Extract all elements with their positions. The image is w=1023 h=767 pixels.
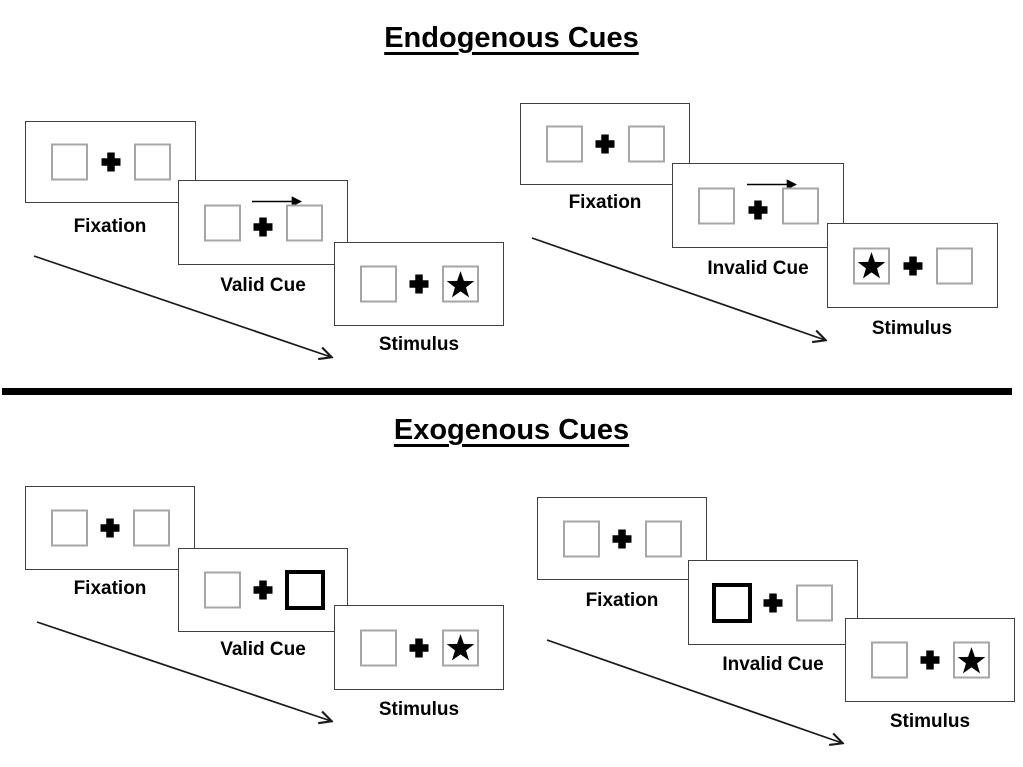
timeline-arrow bbox=[546, 639, 848, 748]
fixation-cross-icon bbox=[253, 580, 273, 600]
fixation-cross-icon bbox=[253, 217, 273, 237]
left-placeholder-square bbox=[360, 265, 397, 303]
endo-valid-stimulus-panel bbox=[334, 242, 504, 326]
step-label-fixation: Fixation bbox=[568, 192, 642, 213]
highlighted-cue-square bbox=[712, 582, 752, 623]
exo-invalid-stimulus-panel bbox=[845, 618, 1015, 702]
fixation-cross-icon bbox=[920, 650, 940, 670]
right-placeholder-square bbox=[133, 509, 170, 547]
left-target-square bbox=[853, 247, 890, 284]
left-placeholder-square bbox=[204, 571, 241, 609]
highlighted-cue-square bbox=[285, 570, 325, 610]
target-star-icon bbox=[857, 252, 886, 279]
right-placeholder-square bbox=[286, 204, 323, 241]
fixation-cross-icon bbox=[748, 200, 768, 220]
left-placeholder-square bbox=[546, 125, 583, 163]
section-title-exogenous-text: Exogenous Cues bbox=[393, 414, 630, 446]
fixation-cross-icon bbox=[100, 518, 120, 538]
left-placeholder-square bbox=[871, 641, 908, 679]
target-star-icon bbox=[957, 646, 986, 673]
timeline-arrow bbox=[531, 237, 831, 345]
section-title-endogenous: Endogenous Cues bbox=[0, 22, 1023, 55]
endo-invalid-cue-panel bbox=[672, 163, 844, 248]
target-star-icon bbox=[446, 634, 475, 661]
left-placeholder-square bbox=[360, 629, 397, 666]
right-placeholder-square bbox=[782, 187, 819, 224]
exo-valid-stimulus-panel bbox=[334, 605, 504, 690]
left-placeholder-square bbox=[51, 509, 88, 547]
section-divider bbox=[2, 388, 1012, 395]
endo-valid-cue-panel bbox=[178, 180, 348, 265]
fixation-cross-icon bbox=[595, 134, 615, 154]
endo-invalid-fixation-panel bbox=[520, 103, 690, 185]
step-label-fixation: Fixation bbox=[585, 590, 659, 611]
exo-invalid-fixation-panel bbox=[537, 497, 707, 580]
fixation-cross-icon bbox=[101, 152, 120, 172]
cue-arrow-icon bbox=[252, 196, 303, 207]
exo-valid-fixation-panel bbox=[25, 486, 195, 570]
exo-invalid-cue-panel bbox=[688, 560, 858, 645]
left-placeholder-square bbox=[51, 143, 88, 181]
step-label-valid-cue: Valid Cue bbox=[220, 639, 306, 660]
endo-valid-fixation-panel bbox=[25, 121, 196, 203]
right-placeholder-square bbox=[645, 520, 682, 557]
right-placeholder-square bbox=[628, 125, 665, 163]
left-placeholder-square bbox=[698, 187, 735, 224]
fixation-cross-icon bbox=[763, 593, 783, 612]
right-placeholder-square bbox=[134, 143, 171, 181]
timeline-arrow bbox=[36, 621, 336, 726]
left-placeholder-square bbox=[563, 520, 600, 557]
fixation-cross-icon bbox=[409, 638, 429, 657]
target-star-icon bbox=[446, 270, 475, 297]
section-title-exogenous: Exogenous Cues bbox=[0, 414, 1023, 447]
step-label-fixation: Fixation bbox=[73, 216, 147, 237]
right-target-square bbox=[442, 629, 479, 666]
left-placeholder-square bbox=[204, 204, 241, 241]
right-target-square bbox=[953, 641, 990, 679]
cue-arrow-icon bbox=[747, 179, 798, 190]
fixation-cross-icon bbox=[903, 256, 922, 275]
step-label-stimulus: Stimulus bbox=[889, 711, 971, 732]
right-placeholder-square bbox=[936, 247, 973, 284]
right-target-square bbox=[442, 265, 479, 303]
fixation-cross-icon bbox=[409, 274, 429, 294]
section-title-endogenous-text: Endogenous Cues bbox=[384, 22, 639, 54]
step-label-invalid-cue: Invalid Cue bbox=[707, 258, 809, 279]
step-label-stimulus: Stimulus bbox=[378, 699, 460, 720]
timeline-arrow bbox=[33, 255, 335, 361]
step-label-stimulus: Stimulus bbox=[871, 318, 953, 339]
step-label-stimulus: Stimulus bbox=[378, 334, 460, 355]
right-placeholder-square bbox=[796, 584, 833, 621]
endo-invalid-stimulus-panel bbox=[827, 223, 998, 308]
exo-valid-cue-panel bbox=[178, 548, 348, 632]
step-label-valid-cue: Valid Cue bbox=[220, 275, 306, 296]
fixation-cross-icon bbox=[612, 529, 632, 548]
step-label-invalid-cue: Invalid Cue bbox=[722, 654, 824, 675]
step-label-fixation: Fixation bbox=[73, 578, 147, 599]
